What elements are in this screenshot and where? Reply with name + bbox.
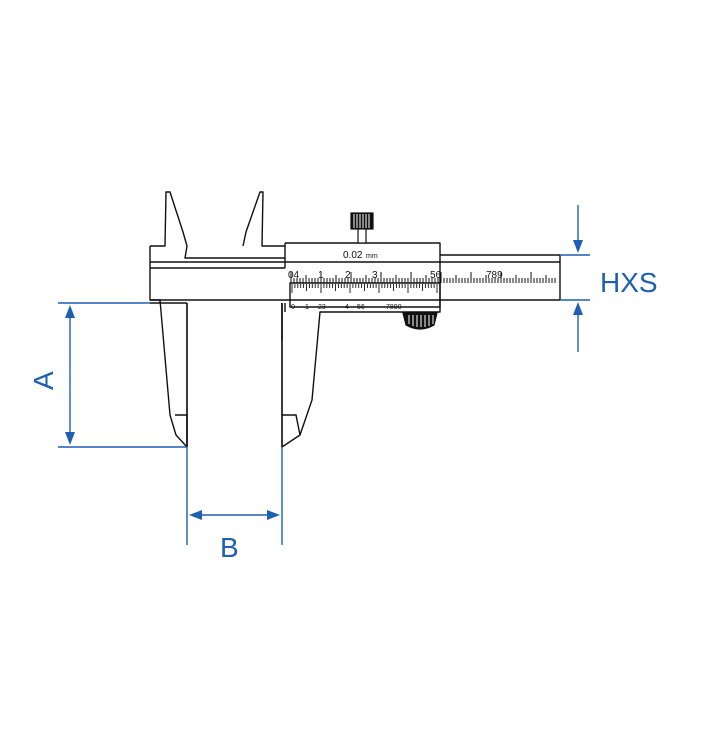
dimension-label-a: A: [28, 371, 59, 390]
resolution-value: 0.02: [343, 250, 363, 261]
arrow-down-icon: [65, 432, 75, 445]
dimension-hxs: HXS: [560, 205, 658, 352]
resolution-unit: mm: [366, 253, 378, 260]
caliper-body: [149, 191, 561, 448]
resolution-label: 0.02 mm: [343, 250, 378, 261]
arrow-up-icon: [65, 305, 75, 318]
main-scale-label: 2: [345, 270, 351, 281]
dimension-label-hxs: HXS: [600, 267, 658, 298]
locking-screw: [350, 212, 374, 244]
main-scale-label: 1: [318, 270, 324, 281]
dimension-a: A: [28, 302, 187, 448]
vernier-scale-label: 1: [305, 304, 309, 311]
vernier-scale-label: 7890: [386, 304, 402, 311]
main-scale-label: 04: [288, 270, 300, 281]
measuring-jaws: [175, 303, 301, 447]
main-scale-labels: 04 1 2 3 56 789: [288, 270, 503, 281]
vernier-scale-label: 56: [357, 304, 365, 311]
vernier-scale-labels: 0 1 23 4 56 7890: [291, 304, 402, 311]
vernier-scale-ticks: [291, 284, 438, 293]
main-scale-label: 789: [486, 270, 503, 281]
arrow-left-icon: [189, 510, 202, 520]
main-scale-label: 3: [372, 270, 378, 281]
slider: [242, 191, 441, 448]
main-scale-label: 56: [430, 270, 442, 281]
arrow-down-icon: [573, 240, 583, 253]
vernier-scale-label: 0: [291, 304, 295, 311]
arrow-right-icon: [267, 510, 280, 520]
dimension-label-b: B: [220, 532, 239, 563]
main-scale-ticks: [290, 272, 556, 283]
thumb-roller: [402, 312, 438, 330]
vernier-scale-label: 23: [318, 304, 326, 311]
arrow-up-icon: [573, 302, 583, 315]
dimension-b: B: [186, 447, 283, 563]
vernier-scale-label: 4: [345, 304, 349, 311]
